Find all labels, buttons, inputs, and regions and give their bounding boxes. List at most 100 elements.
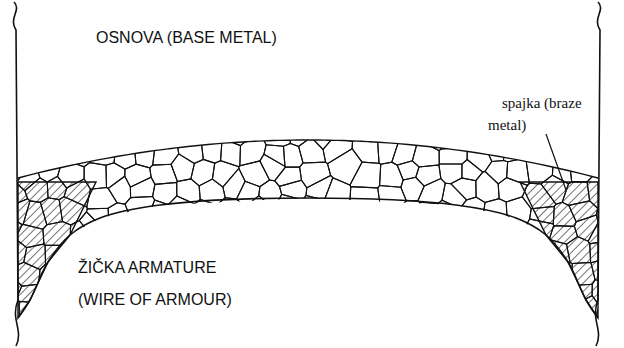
grain	[12, 262, 40, 286]
grain	[309, 221, 332, 244]
grain	[570, 120, 597, 146]
grain	[324, 178, 350, 208]
grain	[236, 181, 259, 207]
grain	[553, 283, 573, 308]
grain	[525, 276, 554, 304]
grain	[40, 138, 66, 164]
grain	[482, 224, 513, 246]
grain	[413, 242, 440, 269]
grain	[484, 280, 511, 312]
grain	[488, 262, 512, 282]
grain	[460, 248, 490, 280]
grain	[19, 139, 42, 164]
grain	[301, 304, 333, 340]
grain	[459, 197, 485, 224]
callout-label: spajka (braze metal)	[488, 92, 584, 136]
grain	[549, 298, 576, 340]
grain	[456, 238, 485, 265]
wire-surface	[18, 198, 598, 318]
grain	[519, 130, 547, 162]
grain	[177, 237, 204, 258]
grain	[172, 120, 202, 140]
grain	[43, 282, 70, 309]
grain	[468, 293, 488, 331]
grain	[330, 282, 355, 308]
braze-band-outline	[18, 140, 598, 178]
grain	[445, 297, 473, 340]
grain	[43, 222, 71, 246]
grain	[573, 144, 599, 168]
grain	[547, 120, 575, 142]
grain	[198, 120, 227, 140]
grain	[245, 284, 266, 307]
grain	[421, 301, 451, 340]
grain	[350, 187, 380, 207]
grain	[333, 240, 357, 267]
grain	[360, 261, 395, 286]
grain	[157, 221, 178, 245]
grain	[345, 256, 367, 284]
grain	[529, 120, 553, 142]
grain	[221, 239, 247, 262]
grain	[522, 256, 549, 282]
grain	[387, 210, 413, 239]
grain	[254, 276, 280, 299]
grain	[418, 179, 445, 204]
grain	[420, 252, 448, 283]
grain	[353, 120, 374, 141]
grain	[524, 232, 549, 258]
grain	[150, 120, 178, 146]
grain	[312, 243, 335, 264]
grain	[258, 297, 282, 340]
grain	[10, 120, 44, 140]
grain	[224, 216, 248, 241]
grain	[321, 205, 352, 227]
grain	[438, 282, 462, 303]
grain	[484, 139, 504, 161]
grain	[242, 260, 264, 285]
grain	[301, 258, 327, 284]
grain	[373, 120, 392, 140]
grain	[373, 295, 400, 340]
grain	[86, 120, 113, 143]
grain	[281, 295, 308, 340]
grain	[30, 299, 66, 340]
grain	[420, 202, 441, 223]
grain	[200, 219, 226, 240]
grain	[278, 274, 308, 298]
grain	[510, 234, 532, 260]
grain	[439, 238, 465, 263]
right-break-line	[595, 2, 600, 346]
grain	[399, 232, 425, 258]
grain	[391, 274, 419, 303]
region-label: OSNOVA (BASE METAL)	[96, 28, 326, 48]
grain	[265, 234, 293, 258]
grain	[244, 242, 270, 264]
grain	[472, 299, 505, 340]
grain	[39, 264, 68, 290]
grain	[290, 238, 313, 266]
grain	[263, 200, 283, 218]
grain	[451, 178, 476, 200]
grain	[449, 120, 481, 145]
grain	[130, 177, 155, 197]
grain	[529, 302, 549, 340]
grain	[330, 225, 356, 248]
grain	[415, 281, 441, 308]
grain	[356, 241, 381, 269]
grain	[567, 237, 591, 264]
grain	[0, 238, 27, 265]
grain	[235, 120, 264, 142]
grain	[544, 239, 570, 266]
grain	[244, 217, 266, 244]
grain	[434, 223, 463, 249]
grain	[461, 275, 489, 301]
grain	[168, 196, 194, 221]
grain	[484, 246, 514, 264]
left-break-line	[13, 2, 18, 346]
grain	[281, 253, 303, 276]
grain	[366, 227, 392, 250]
grain	[435, 260, 464, 286]
grain	[596, 199, 624, 238]
grain	[588, 120, 624, 139]
